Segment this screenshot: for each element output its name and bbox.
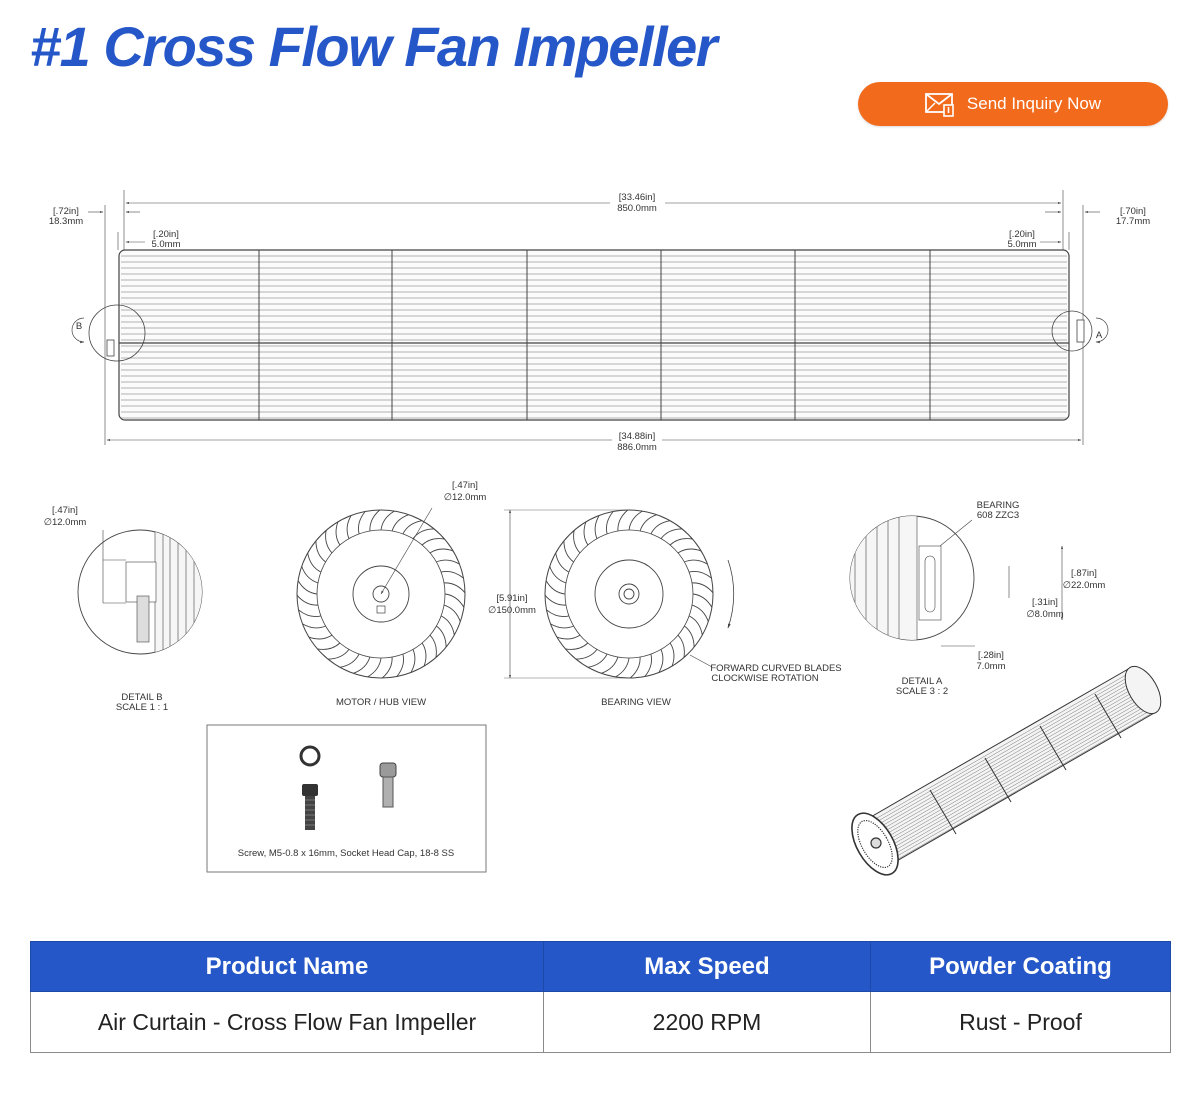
- svg-text:BEARING VIEW: BEARING VIEW: [601, 697, 671, 708]
- dim-left-shaft-in: [.72in]: [53, 206, 79, 217]
- svg-text:∅8.0mm: ∅8.0mm: [1026, 609, 1063, 620]
- table-row: Air Curtain - Cross Flow Fan Impeller 22…: [30, 991, 1171, 1053]
- dim-total-length-mm: 886.0mm: [617, 442, 657, 453]
- svg-text:SCALE 3 : 2: SCALE 3 : 2: [896, 686, 948, 697]
- svg-text:[5.91in]: [5.91in]: [496, 593, 527, 604]
- dim-right-shaft-in: [.70in]: [1120, 206, 1146, 217]
- motor-hub-labels: [.47in] ∅12.0mm MOTOR / HUB VIEW: [336, 480, 486, 708]
- header-product-name: Product Name: [30, 941, 544, 992]
- cell-product-name: Air Curtain - Cross Flow Fan Impeller: [30, 991, 544, 1053]
- svg-text:∅12.0mm: ∅12.0mm: [44, 517, 87, 528]
- svg-text:∅22.0mm: ∅22.0mm: [1063, 580, 1106, 591]
- header-max-speed: Max Speed: [543, 941, 871, 992]
- mail-inquiry-icon: [925, 91, 955, 117]
- svg-text:MOTOR / HUB VIEW: MOTOR / HUB VIEW: [336, 697, 426, 708]
- main-view-dimension-labels: [33.46in] 850.0mm [.72in] 18.3mm [.70in]…: [49, 192, 1150, 453]
- detail-b-labels: [.47in] ∅12.0mm DETAIL B SCALE 1 : 1: [44, 505, 168, 713]
- svg-text:SCALE 1 : 1: SCALE 1 : 1: [116, 702, 168, 713]
- dim-total-length-in: [34.88in]: [619, 431, 655, 442]
- hardware-caption: Screw, M5-0.8 x 16mm, Socket Head Cap, 1…: [238, 848, 454, 859]
- spec-table: Product Name Max Speed Powder Coating Ai…: [30, 941, 1171, 1053]
- svg-text:FORWARD CURVED BLADES: FORWARD CURVED BLADES: [710, 663, 841, 674]
- svg-text:CLOCKWISE ROTATION: CLOCKWISE ROTATION: [711, 673, 818, 684]
- dim-left-ring-mm: 5.0mm: [151, 239, 180, 250]
- svg-text:608 ZZC3: 608 ZZC3: [977, 510, 1019, 521]
- header-powder-coating: Powder Coating: [870, 941, 1171, 992]
- svg-text:7.0mm: 7.0mm: [976, 661, 1005, 672]
- svg-text:[.28in]: [.28in]: [978, 650, 1004, 661]
- hardware-box: Screw, M5-0.8 x 16mm, Socket Head Cap, 1…: [206, 724, 487, 873]
- cell-max-speed: 2200 RPM: [543, 991, 871, 1053]
- dim-right-ring-mm: 5.0mm: [1007, 239, 1036, 250]
- svg-text:DETAIL B: DETAIL B: [121, 692, 162, 703]
- isometric-impeller: [851, 665, 1162, 876]
- dim-left-ring-in: [.20in]: [153, 229, 179, 240]
- svg-text:∅150.0mm: ∅150.0mm: [488, 605, 536, 616]
- detail-a-labels: BEARING 608 ZZC3 [.87in] ∅22.0mm [.31in]…: [896, 500, 1106, 697]
- dim-right-ring-in: [.20in]: [1009, 229, 1035, 240]
- spec-table-header-row: Product Name Max Speed Powder Coating: [30, 941, 1171, 992]
- dim-left-shaft-mm: 18.3mm: [49, 216, 83, 227]
- page-title: #1 Cross Flow Fan Impeller: [30, 15, 718, 78]
- send-inquiry-label: Send Inquiry Now: [966, 94, 1102, 113]
- svg-text:[.47in]: [.47in]: [452, 480, 478, 491]
- svg-text:∅12.0mm: ∅12.0mm: [444, 492, 487, 503]
- bearing-view-labels: [5.91in] ∅150.0mm FORWARD CURVED BLADES …: [488, 593, 842, 708]
- main-impeller-view: [71, 190, 1109, 445]
- bearing-view: [504, 509, 735, 679]
- motor-hub-view: [296, 507, 466, 679]
- cell-powder-coating: Rust - Proof: [870, 991, 1171, 1053]
- dim-overall-length-in: [33.46in]: [619, 192, 655, 203]
- svg-text:DETAIL A: DETAIL A: [902, 676, 943, 687]
- dim-right-shaft-mm: 17.7mm: [1116, 216, 1150, 227]
- detail-a-marker: A: [1096, 330, 1103, 341]
- technical-drawing: [33.46in] 850.0mm [.72in] 18.3mm [.70in]…: [44, 190, 1162, 876]
- detail-a-view: [849, 515, 1064, 647]
- detail-b-view: [77, 529, 203, 655]
- send-inquiry-button[interactable]: Send Inquiry Now: [858, 82, 1168, 126]
- detail-b-marker: B: [76, 321, 82, 332]
- svg-text:[.47in]: [.47in]: [52, 505, 78, 516]
- svg-text:BEARING: BEARING: [977, 500, 1020, 511]
- svg-text:[.31in]: [.31in]: [1032, 597, 1058, 608]
- dim-overall-length-mm: 850.0mm: [617, 203, 657, 214]
- svg-text:[.87in]: [.87in]: [1071, 568, 1097, 579]
